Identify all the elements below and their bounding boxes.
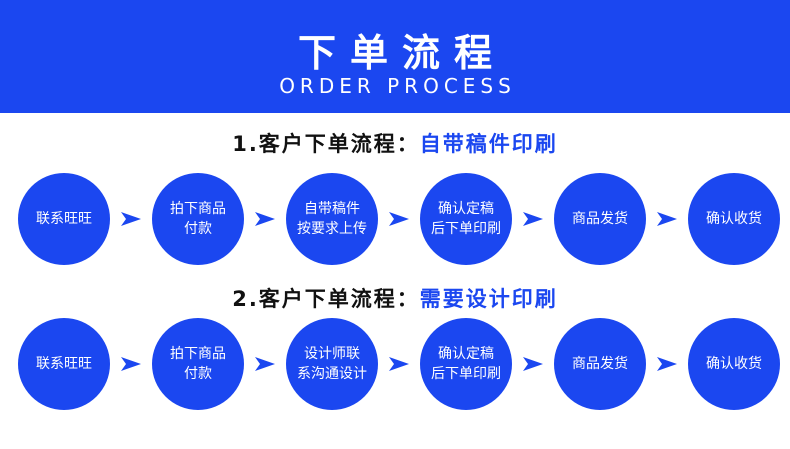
process-2-steps: 联系旺旺 拍下商品 付款 设计师联 系沟通设计 确认定稿 后下单印刷 商品发货 …: [18, 318, 780, 410]
process-2-step-3: 设计师联 系沟通设计: [286, 318, 378, 410]
process-1-step-5: 商品发货: [554, 173, 646, 265]
process-1-step-3: 自带稿件 按要求上传: [286, 173, 378, 265]
arrow-right-icon: [378, 173, 420, 265]
process-2-step-1: 联系旺旺: [18, 318, 110, 410]
page-subtitle: ORDER PROCESS: [279, 74, 516, 98]
step-line: 确认定稿: [438, 346, 494, 362]
step-line: 自带稿件: [304, 201, 360, 217]
step-line: 商品发货: [572, 356, 628, 372]
arrow-right-icon: [244, 318, 286, 410]
page-title: 下单流程: [297, 31, 506, 75]
step-line: 后下单印刷: [431, 221, 501, 237]
step-line: 付款: [184, 366, 212, 382]
arrow-right-icon: [378, 318, 420, 410]
process-2-title-prefix: 2.客户下单流程：: [232, 287, 420, 311]
arrow-right-icon: [512, 318, 554, 410]
process-2-step-6: 确认收货: [688, 318, 780, 410]
step-line: 确认收货: [706, 211, 762, 227]
step-line: 商品发货: [572, 211, 628, 227]
process-2-step-5: 商品发货: [554, 318, 646, 410]
step-line: 设计师联: [304, 346, 360, 362]
step-line: 联系旺旺: [36, 356, 92, 372]
process-1-title: 1.客户下单流程：自带稿件印刷: [0, 128, 790, 158]
process-1-steps: 联系旺旺 拍下商品 付款 自带稿件 按要求上传 确认定稿 后下单印刷 商品发货 …: [18, 173, 780, 265]
arrow-right-icon: [512, 173, 554, 265]
process-1-step-6: 确认收货: [688, 173, 780, 265]
process-1-title-prefix: 1.客户下单流程：: [232, 132, 420, 156]
step-line: 后下单印刷: [431, 366, 501, 382]
arrow-right-icon: [244, 173, 286, 265]
step-line: 拍下商品: [170, 201, 226, 217]
process-2-title: 2.客户下单流程：需要设计印刷: [0, 283, 790, 313]
arrow-right-icon: [646, 318, 688, 410]
step-line: 联系旺旺: [36, 211, 92, 227]
step-line: 按要求上传: [297, 221, 367, 237]
process-2-title-highlight: 需要设计印刷: [419, 287, 558, 311]
process-2-step-4: 确认定稿 后下单印刷: [420, 318, 512, 410]
arrow-right-icon: [110, 173, 152, 265]
process-1-step-4: 确认定稿 后下单印刷: [420, 173, 512, 265]
step-line: 系沟通设计: [297, 366, 367, 382]
process-1-step-1: 联系旺旺: [18, 173, 110, 265]
step-line: 付款: [184, 221, 212, 237]
process-1-step-2: 拍下商品 付款: [152, 173, 244, 265]
header-banner: 下单流程 ORDER PROCESS: [0, 0, 790, 113]
arrow-right-icon: [646, 173, 688, 265]
step-line: 确认定稿: [438, 201, 494, 217]
step-line: 确认收货: [706, 356, 762, 372]
process-2-step-2: 拍下商品 付款: [152, 318, 244, 410]
arrow-right-icon: [110, 318, 152, 410]
step-line: 拍下商品: [170, 346, 226, 362]
process-1-title-highlight: 自带稿件印刷: [419, 132, 558, 156]
